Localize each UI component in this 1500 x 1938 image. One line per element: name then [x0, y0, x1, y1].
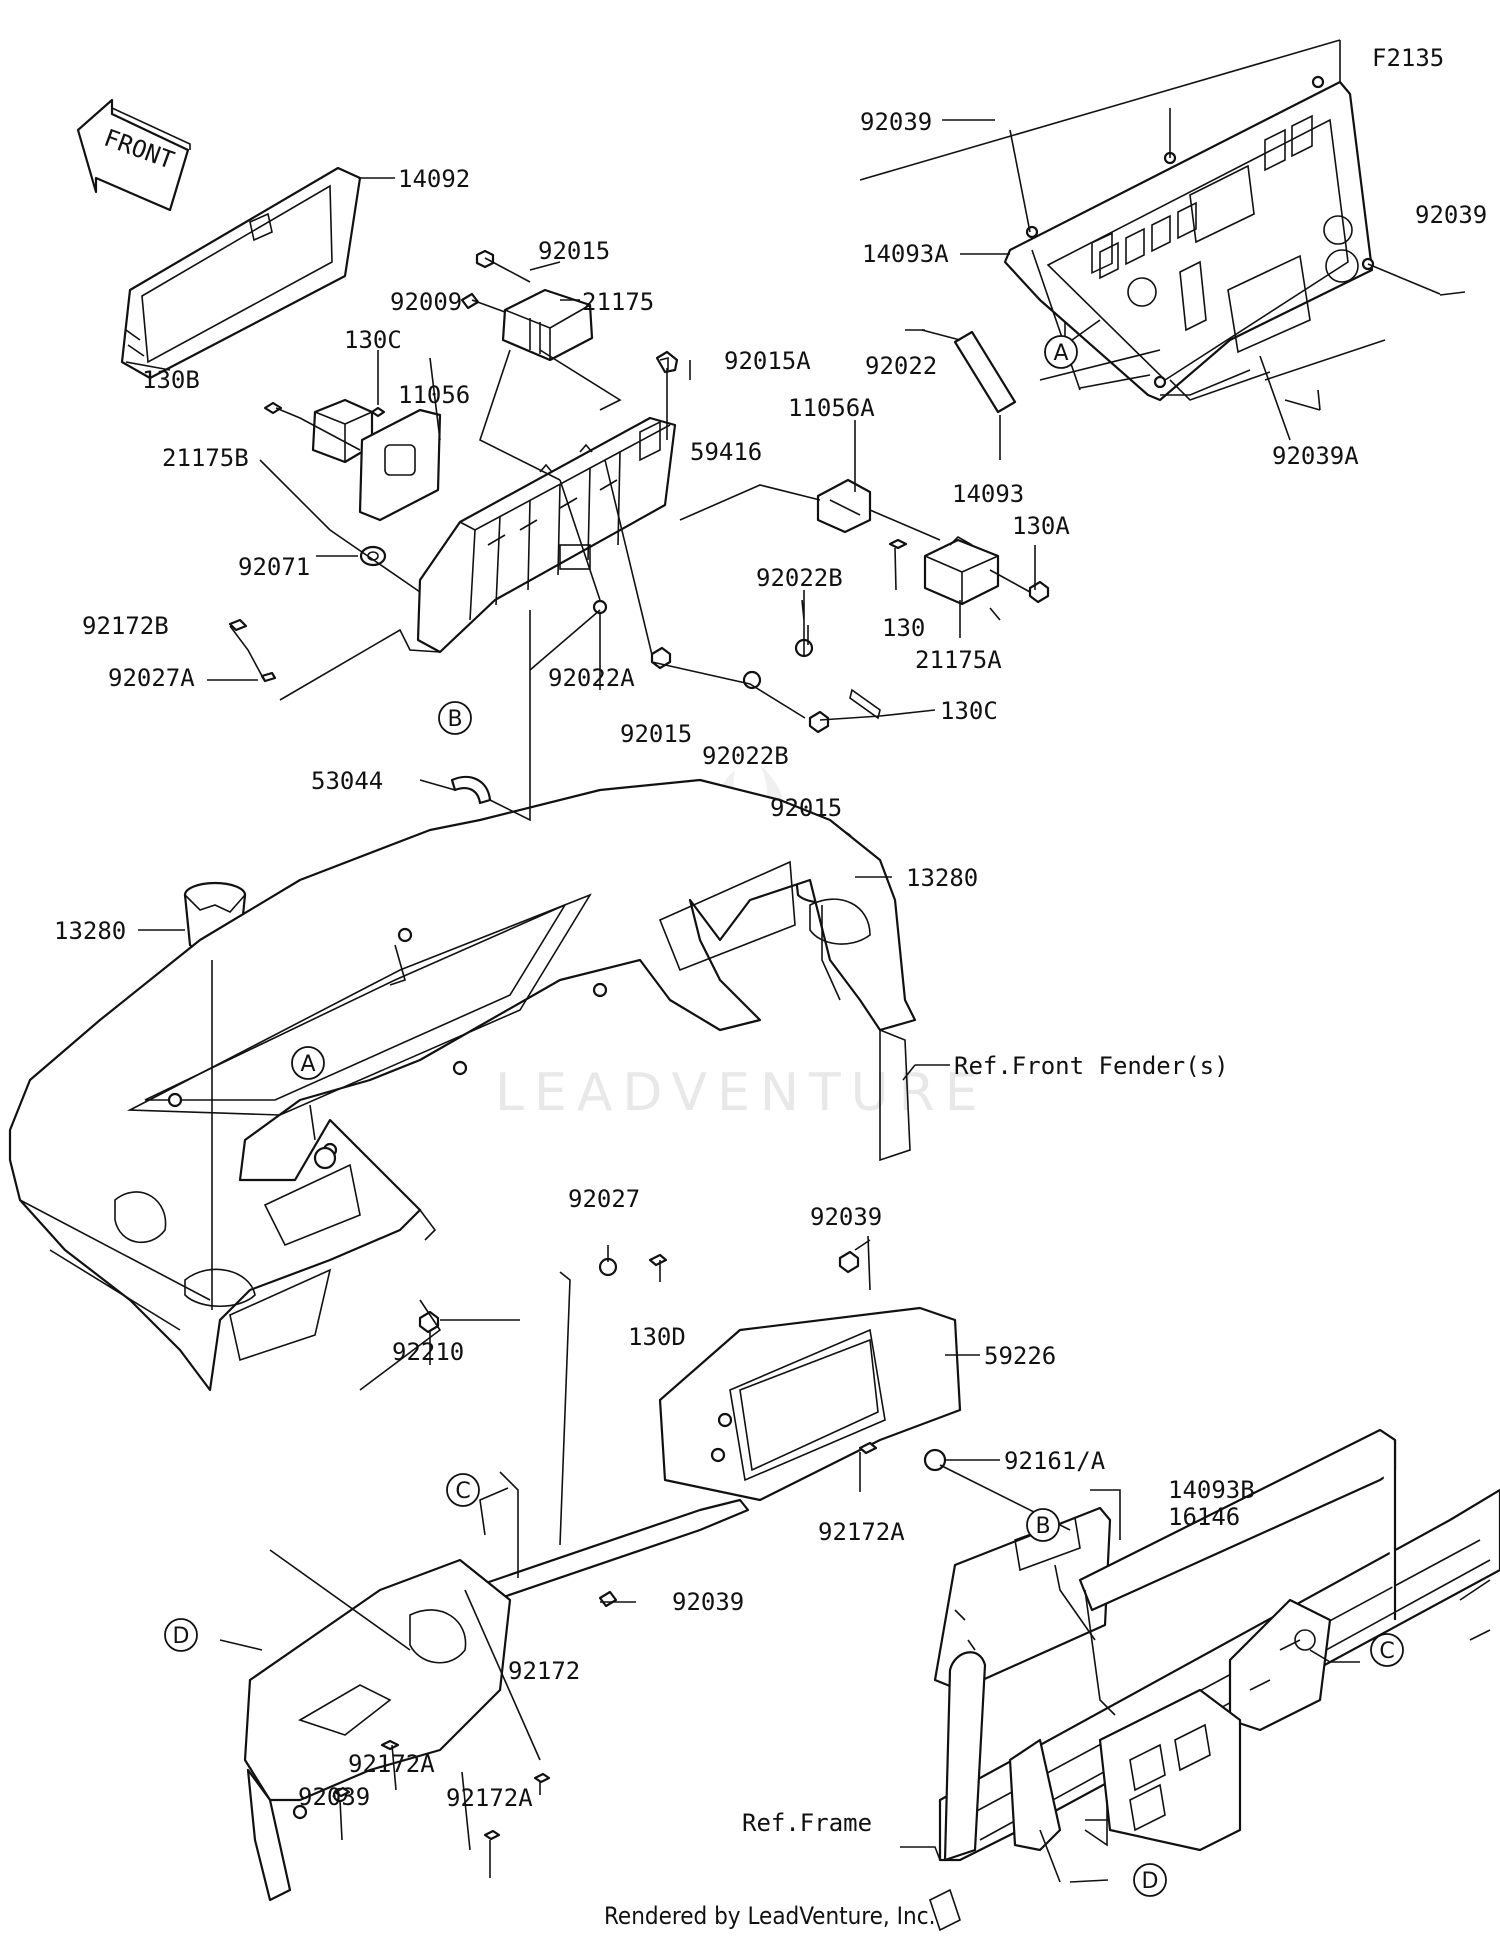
- callout-92015: 92015: [620, 720, 692, 748]
- callout-92022B: 92022B: [756, 564, 843, 592]
- ref-circle-B-top: B: [438, 701, 472, 735]
- svg-text:D: D: [1142, 1869, 1159, 1894]
- callout-92022: 92022: [865, 352, 937, 380]
- ref-circle-A-dash: A: [291, 1046, 325, 1080]
- fasteners-lower: [333, 1250, 878, 1841]
- svg-text:C: C: [455, 1479, 470, 1504]
- ref-circle-B-frame: B: [1026, 1508, 1060, 1542]
- callout-92039: 92039: [298, 1783, 370, 1811]
- callout-92015: 92015: [538, 237, 610, 265]
- callout-92210: 92210: [392, 1338, 464, 1366]
- callout-92015: 92015: [770, 794, 842, 822]
- callout-92027: 92027: [568, 1185, 640, 1213]
- callout-130D: 130D: [628, 1323, 686, 1351]
- callout-130A: 130A: [1012, 512, 1070, 540]
- callout-92172A: 92172A: [818, 1518, 905, 1546]
- svg-text:C: C: [1379, 1639, 1394, 1664]
- callout-21175A: 21175A: [915, 646, 1002, 674]
- callout-92172B: 92172B: [82, 612, 169, 640]
- lower-trim: [243, 1498, 750, 1902]
- callout-92022B: 92022B: [702, 742, 789, 770]
- ref-circle-D-frame: D: [1133, 1863, 1167, 1897]
- callout-53044: 53044: [311, 767, 383, 795]
- callout-92039: 92039: [1415, 201, 1487, 229]
- callout-92039: 92039: [810, 1203, 882, 1231]
- callout-92039A: 92039A: [1272, 442, 1359, 470]
- callout-59226: 59226: [984, 1342, 1056, 1370]
- callout-59416: 59416: [690, 438, 762, 466]
- callout-ref-front-fender: Ref.Front Fender(s): [954, 1052, 1229, 1080]
- callout-92039: 92039: [860, 108, 932, 136]
- callout-92022A: 92022A: [548, 664, 635, 692]
- hose-53044: [450, 775, 492, 805]
- glove-panel-14093B: [923, 1448, 1112, 1692]
- bracket-11056A: [816, 478, 872, 534]
- ref-circle-D-lower: D: [164, 1618, 198, 1652]
- instrument-panel-14093A: [1003, 75, 1375, 402]
- diagram-code: F2135: [1372, 44, 1444, 72]
- relay-21175A: [923, 536, 1000, 606]
- callout-11056: 11056: [398, 381, 470, 409]
- callout-13280: 13280: [906, 864, 978, 892]
- callout-92039: 92039: [672, 1588, 744, 1616]
- callout-92015A: 92015A: [724, 347, 811, 375]
- grommet-92071: [359, 545, 387, 567]
- strip-14093: [953, 330, 1017, 414]
- callout-92172: 92172: [508, 1657, 580, 1685]
- duct-59226: [658, 1306, 962, 1502]
- callout-13280: 13280: [54, 917, 126, 945]
- callouts: 14092 130B 92015 92009 21175 130C 11056 …: [54, 108, 1487, 1837]
- callout-130C: 130C: [940, 697, 998, 725]
- svg-text:B: B: [1035, 1514, 1050, 1539]
- leader-lines: [125, 39, 1466, 1883]
- relay-21175B: [311, 398, 374, 464]
- callout-92071: 92071: [238, 553, 310, 581]
- ref-circle-C-frame: C: [1370, 1633, 1404, 1667]
- frame: [929, 1428, 1500, 1932]
- callout-14093A: 14093A: [862, 240, 949, 268]
- callout-14093B: 14093B: [1168, 1476, 1255, 1504]
- callout-21175: 21175: [582, 288, 654, 316]
- front-arrow: FRONT: [76, 98, 191, 212]
- callout-ref-frame: Ref.Frame: [742, 1809, 872, 1837]
- callout-14092: 14092: [398, 165, 470, 193]
- fuse-box-59416: [416, 416, 677, 654]
- watermark-text: LEADVENTURE: [495, 1063, 988, 1123]
- svg-text:A: A: [1053, 341, 1068, 366]
- ref-circle-A-top: A: [1044, 335, 1078, 369]
- relay-21175: [501, 288, 594, 362]
- svg-text:A: A: [300, 1052, 315, 1077]
- footer-credit: Rendered by LeadVenture, Inc.: [604, 1902, 935, 1930]
- svg-text:D: D: [173, 1624, 190, 1649]
- callout-92161A: 92161/A: [1004, 1447, 1106, 1475]
- callout-92172A: 92172A: [348, 1750, 435, 1778]
- callout-92009: 92009: [390, 288, 462, 316]
- callout-92172A: 92172A: [446, 1784, 533, 1812]
- callout-92027A: 92027A: [108, 664, 195, 692]
- callout-21175B: 21175B: [162, 444, 249, 472]
- ref-circle-C-lower: C: [446, 1473, 480, 1507]
- callout-130C: 130C: [344, 326, 402, 354]
- callout-130B: 130B: [142, 366, 200, 394]
- callout-130: 130: [882, 614, 925, 642]
- callout-14093: 14093: [952, 480, 1024, 508]
- callout-16146: 16146: [1168, 1503, 1240, 1531]
- callout-11056A: 11056A: [788, 394, 875, 422]
- bracket-11056: [358, 408, 442, 522]
- svg-text:B: B: [447, 707, 462, 732]
- meter-cover-14092: [120, 166, 362, 380]
